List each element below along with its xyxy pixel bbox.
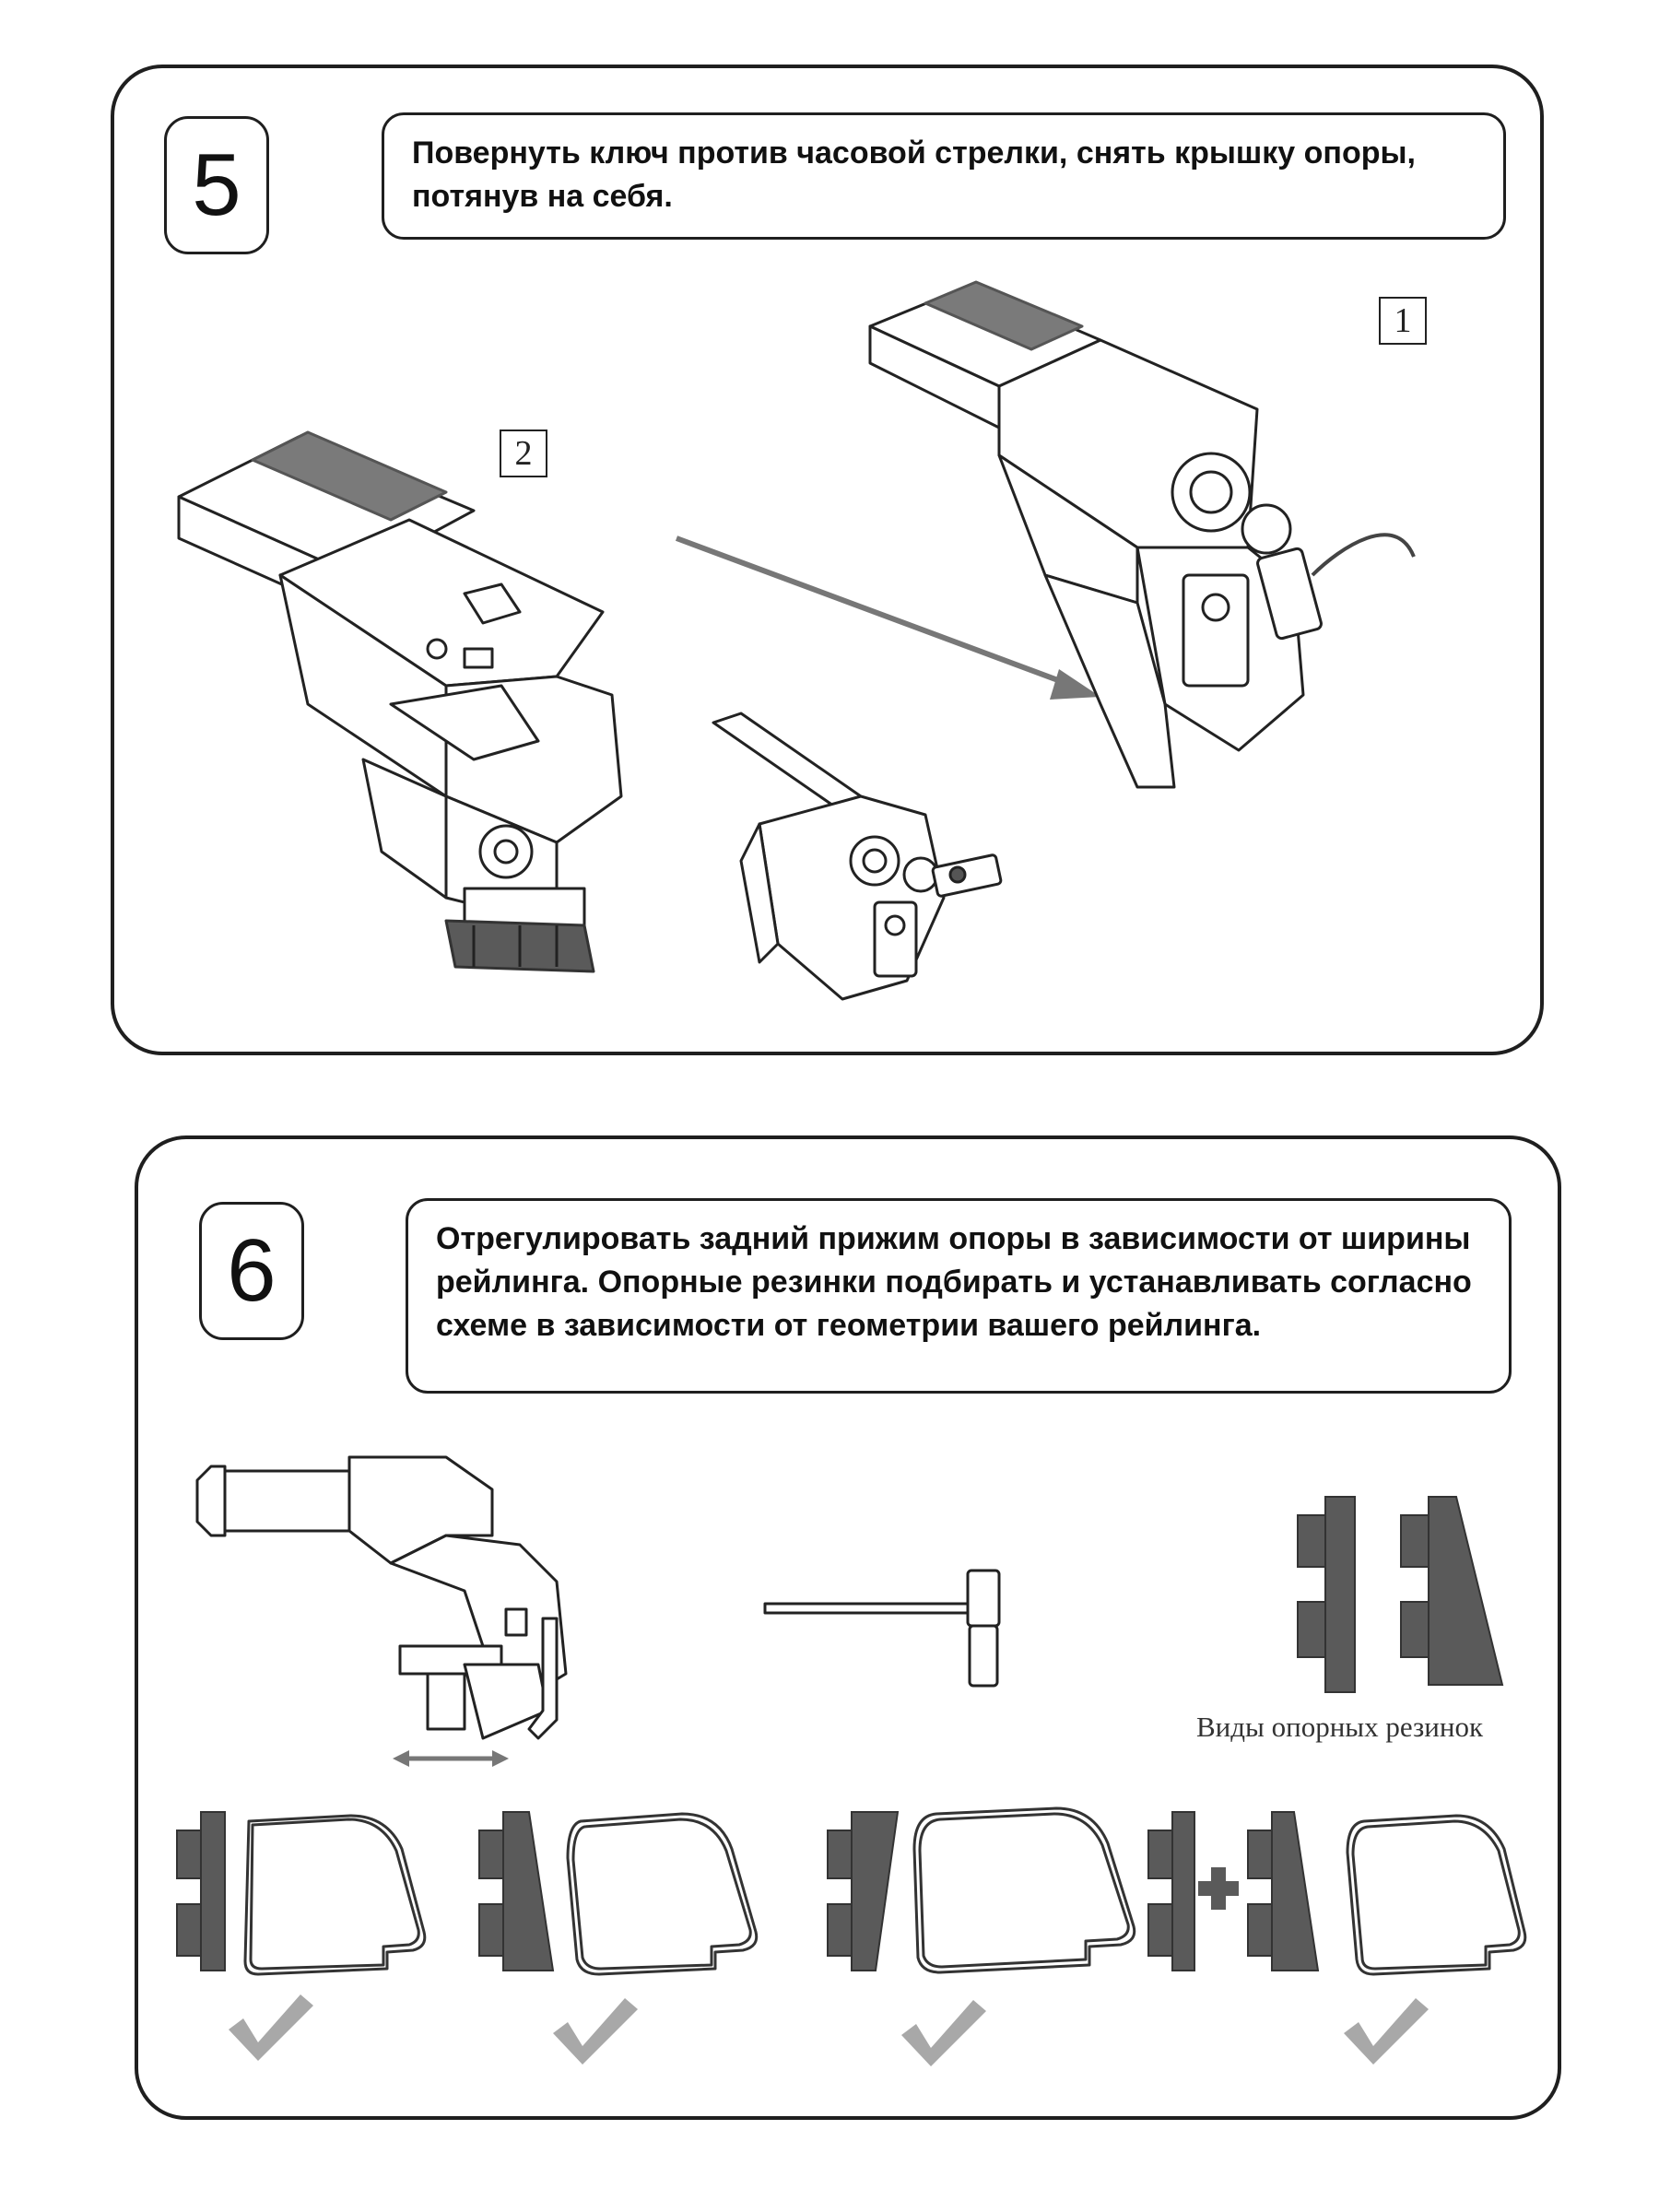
step-6-panel: 6 Отрегулировать задний прижим опоры в з… xyxy=(135,1135,1561,2120)
step-number: 6 xyxy=(199,1202,304,1340)
step-number: 5 xyxy=(164,116,269,254)
hex-key-illustration xyxy=(763,1569,1001,1688)
roof-bar-foot-side-illustration xyxy=(195,1455,568,1767)
step-5-panel: 5 Повернуть ключ против часовой стрелки,… xyxy=(111,65,1544,1055)
check-icon xyxy=(1344,1998,1429,2065)
step-instruction: Отрегулировать задний прижим опоры в зав… xyxy=(406,1198,1512,1394)
check-icon xyxy=(229,1994,313,2061)
check-icon xyxy=(553,1998,638,2065)
roof-bar-foot-closed-illustration xyxy=(868,280,1416,789)
key-in-lock-detail-illustration xyxy=(712,712,1003,1001)
pad-types-caption: Виды опорных резинок xyxy=(1196,1711,1483,1743)
callout-2: 2 xyxy=(500,429,547,477)
pad-types-illustration xyxy=(1297,1496,1504,1693)
step-instruction: Повернуть ключ против часовой стрелки, с… xyxy=(382,112,1506,240)
roof-bar-foot-open-illustration xyxy=(177,430,623,973)
check-icon xyxy=(901,2000,986,2066)
rail-profile-options-illustration xyxy=(176,1806,1527,2066)
direction-arrow xyxy=(675,535,1100,700)
callout-1: 1 xyxy=(1379,297,1427,345)
